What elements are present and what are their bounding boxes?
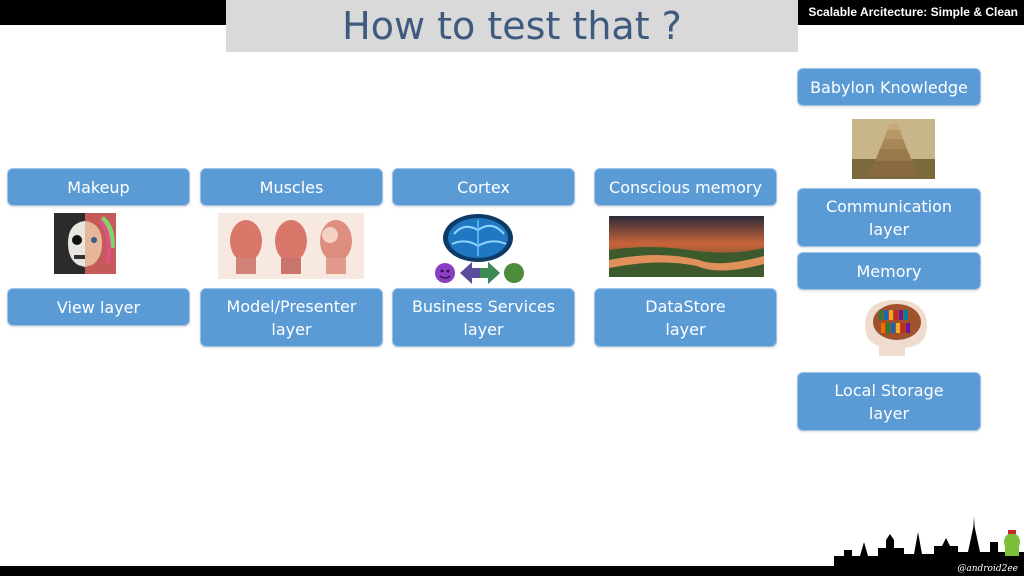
babylon-knowledge-label: Babylon Knowledge	[810, 77, 968, 97]
facial-muscles-anatomy-image	[218, 213, 364, 279]
business-services-label-line2: layer	[463, 319, 504, 339]
title-band	[226, 0, 798, 52]
conscious-memory-label: Conscious memory	[609, 177, 762, 197]
datastore-label-line2: layer	[665, 319, 706, 339]
communication-label-line2: layer	[868, 219, 910, 239]
memory-box: Memory	[797, 252, 981, 290]
slide-title: How to test that ?	[342, 4, 682, 48]
babylon-knowledge-box: Babylon Knowledge	[797, 68, 981, 106]
conscious-memory-box: Conscious memory	[594, 168, 777, 206]
datastore-label-line1: DataStore	[645, 296, 726, 316]
brand-text: Scalable Arcitecture: Simple & Clean	[808, 5, 1018, 19]
footer-signature: @android2ee	[957, 564, 1018, 574]
business-services-label-line1: Business Services	[411, 296, 556, 316]
communication-layer-box: Communication layer	[797, 188, 981, 247]
view-layer-label: View layer	[56, 297, 141, 317]
muscles-box: Muscles	[200, 168, 383, 206]
makeup-box: Makeup	[7, 168, 190, 206]
bookshelf-brain-image	[857, 296, 931, 356]
local-storage-layer-box: Local Storage layer	[797, 372, 981, 431]
view-layer-box: View layer	[7, 288, 190, 326]
model-presenter-label-line1: Model/Presenter	[226, 296, 357, 316]
model-presenter-layer-box: Model/Presenter layer	[200, 288, 383, 347]
cortex-box: Cortex	[392, 168, 575, 206]
river-landscape-image	[609, 216, 764, 277]
half-skull-face-image	[54, 213, 116, 274]
datastore-layer-box: DataStore layer	[594, 288, 777, 347]
muscles-label: Muscles	[259, 177, 324, 197]
cortex-label: Cortex	[457, 177, 510, 197]
local-storage-label-line2: layer	[868, 403, 910, 423]
tower-of-babel-image	[852, 119, 935, 179]
communication-label-line1: Communication	[825, 196, 953, 216]
memory-label: Memory	[856, 261, 922, 281]
makeup-label: Makeup	[67, 177, 130, 197]
bottom-bar	[0, 566, 1024, 576]
local-storage-label-line1: Local Storage	[834, 380, 944, 400]
paris-skyline-silhouette	[834, 512, 1024, 568]
business-services-layer-box: Business Services layer	[392, 288, 575, 347]
model-presenter-label-line2: layer	[271, 319, 312, 339]
glowing-brain-image	[434, 212, 526, 286]
